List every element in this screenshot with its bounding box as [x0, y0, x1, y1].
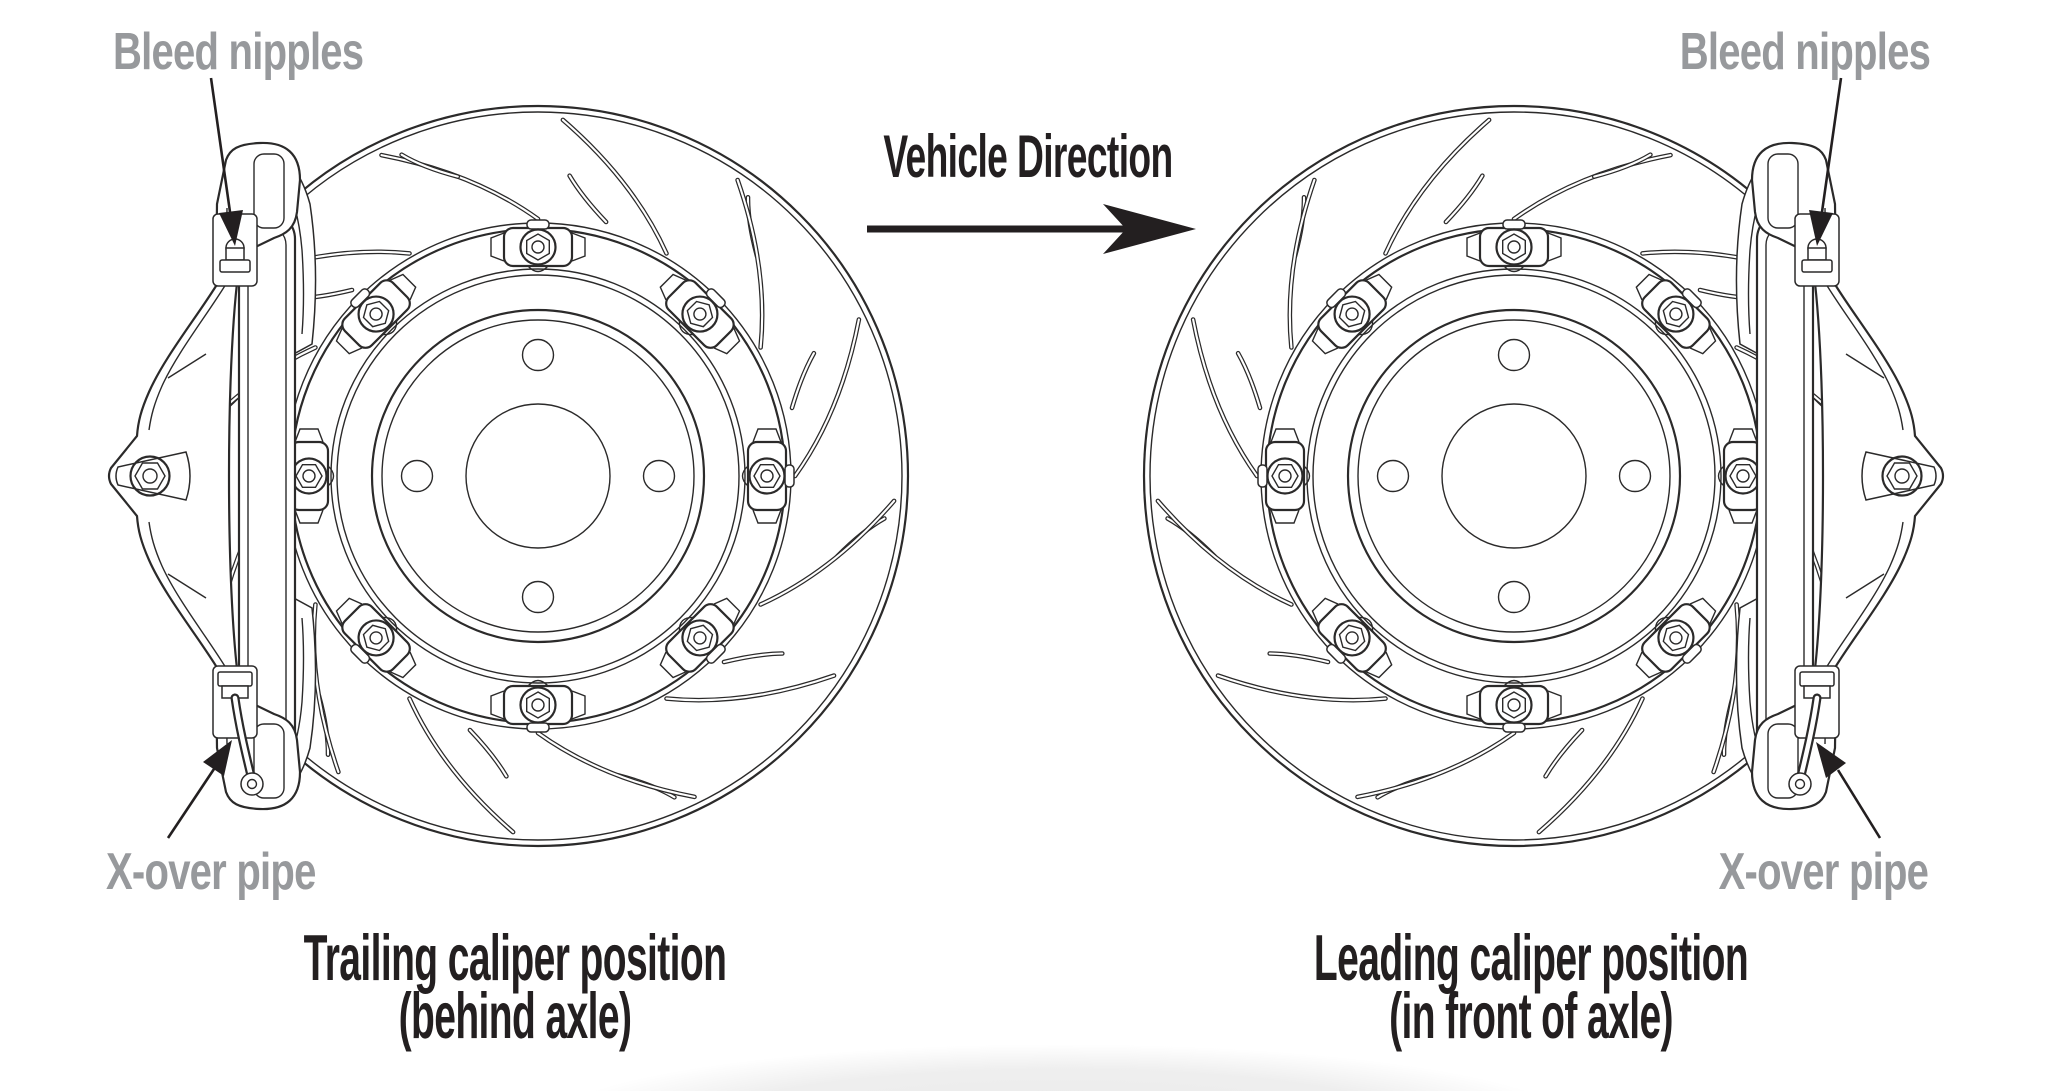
right-bleed-label: Bleed nipples	[1679, 23, 1931, 81]
left-xover-label: X-over pipe	[106, 843, 316, 901]
right-bleed-arrow	[1809, 77, 1843, 246]
vehicle-direction-arrow	[867, 204, 1196, 254]
left-caption-line1: Trailing caliper position	[303, 921, 727, 994]
left-caption: Trailing caliper position (behind axle)	[287, 921, 743, 1052]
right-caption: Leading caliper position (in front of ax…	[1303, 921, 1759, 1052]
right-caption-line1: Leading caliper position	[1313, 921, 1749, 994]
left-bleed-label: Bleed nipples	[113, 23, 364, 81]
left-caption-line2: (behind axle)	[398, 979, 632, 1052]
right-xover-label: X-over pipe	[1718, 843, 1928, 901]
right-caption-line2: (in front of axle)	[1389, 979, 1673, 1052]
left-xover-arrow	[166, 740, 232, 839]
left-bleed-arrow	[209, 77, 243, 246]
bottom-shadow	[589, 1044, 1531, 1091]
vehicle-direction-label: Vehicle Direction	[883, 123, 1173, 190]
right-xover-arrow	[1816, 742, 1882, 839]
